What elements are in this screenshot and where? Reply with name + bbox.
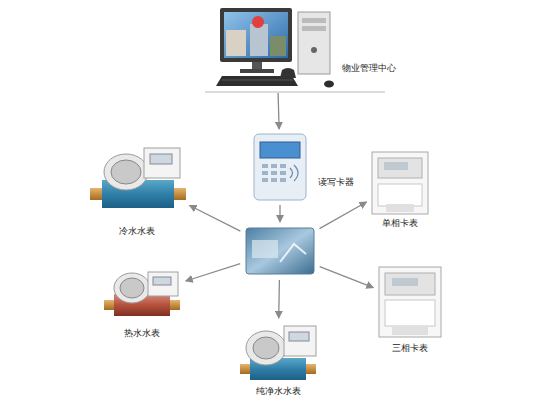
water-meter-node: 冷水水表 (88, 146, 186, 212)
single-phase-meter-illustration (372, 152, 428, 214)
device-label: 读写卡器 (318, 177, 354, 188)
device-label: 单相卡表 (382, 218, 418, 229)
flow-arrow (320, 202, 367, 229)
ic-card-node (244, 226, 316, 276)
ic-card-illustration (246, 228, 314, 274)
device-label: 三相卡表 (392, 343, 428, 354)
flow-arrow (190, 206, 241, 232)
three-phase-meter-illustration (379, 267, 441, 337)
flow-arrow (278, 93, 279, 129)
water-meter-node: 纯净水水表 (238, 322, 318, 382)
cold-water-meter-illustration (90, 148, 186, 208)
hot-water-meter-illustration (104, 272, 180, 316)
flow-arrow (320, 267, 374, 288)
flow-arrow (279, 205, 280, 222)
computer-node: 物业管理中心 (218, 5, 336, 89)
computer-illustration (205, 8, 385, 92)
card-reader-node: 读写卡器 (252, 133, 308, 201)
electric-meter-node: 单相卡表 (370, 150, 430, 216)
device-label: 冷水水表 (119, 226, 155, 237)
flow-arrow (278, 280, 280, 318)
card-reader-illustration (254, 134, 306, 200)
pure-water-meter-illustration (240, 326, 316, 380)
flow-arrow (186, 264, 240, 281)
device-label: 纯净水水表 (256, 386, 301, 397)
electric-meter-node: 三相卡表 (377, 265, 443, 339)
water-meter-node: 热水水表 (102, 270, 182, 320)
device-label: 物业管理中心 (342, 63, 396, 74)
device-label: 热水水表 (124, 328, 160, 339)
